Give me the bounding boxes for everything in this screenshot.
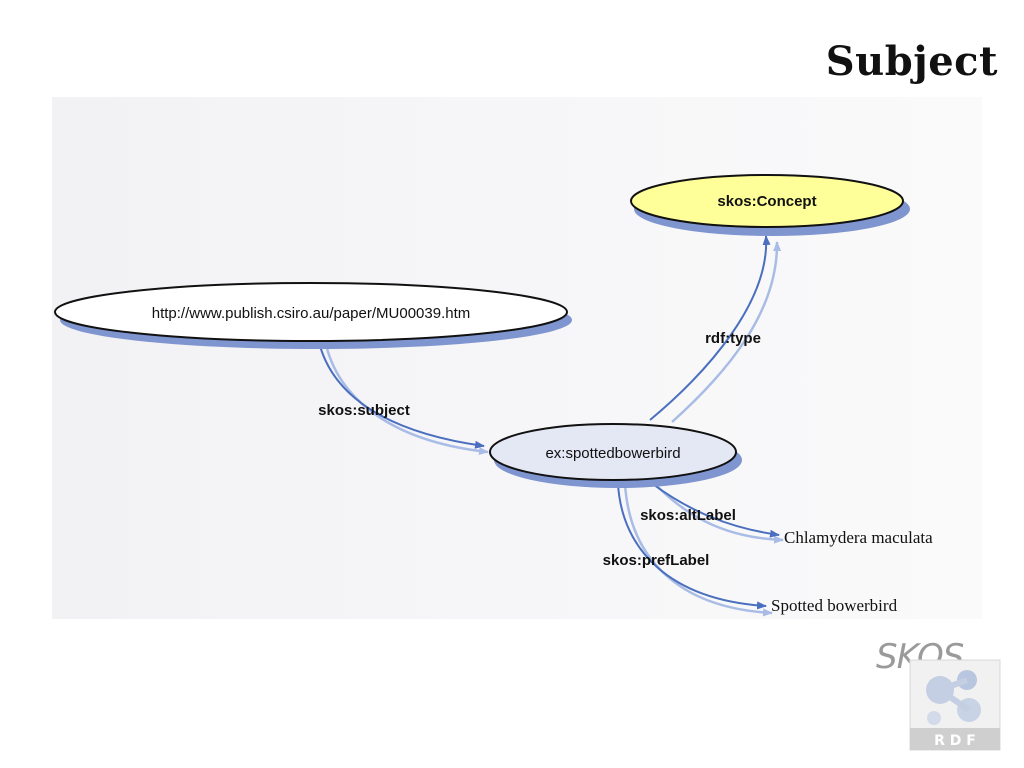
node-label-concept: ex:spottedbowerbird <box>545 445 680 462</box>
edge-label-altlabel: skos:altLabel <box>640 507 736 524</box>
literal-altlabel: Chlamydera maculata <box>784 528 933 547</box>
edge-skos-altlabel <box>649 481 784 544</box>
node-skos-concept-class: skos:Concept <box>630 174 910 236</box>
node-resource-url: http://www.publish.csiro.au/paper/MU0003… <box>54 282 572 349</box>
edge-skos-preflabel <box>617 483 773 617</box>
edge-label-type: rdf:type <box>705 330 761 347</box>
edge-label-preflabel: skos:prefLabel <box>603 552 710 569</box>
literal-preflabel: Spotted bowerbird <box>771 596 898 615</box>
edge-skos-subject <box>317 337 489 455</box>
node-label-class: skos:Concept <box>717 193 816 210</box>
skos-rdf-logo: SKOS R D F <box>876 637 1001 751</box>
slide-title: Subject <box>825 38 998 85</box>
edge-label-subject: skos:subject <box>318 402 410 419</box>
node-label-resource: http://www.publish.csiro.au/paper/MU0003… <box>152 305 471 322</box>
edge-rdf-type <box>649 235 782 423</box>
logo-footer: R D F <box>934 733 976 749</box>
node-spottedbowerbird: ex:spottedbowerbird <box>489 423 742 488</box>
